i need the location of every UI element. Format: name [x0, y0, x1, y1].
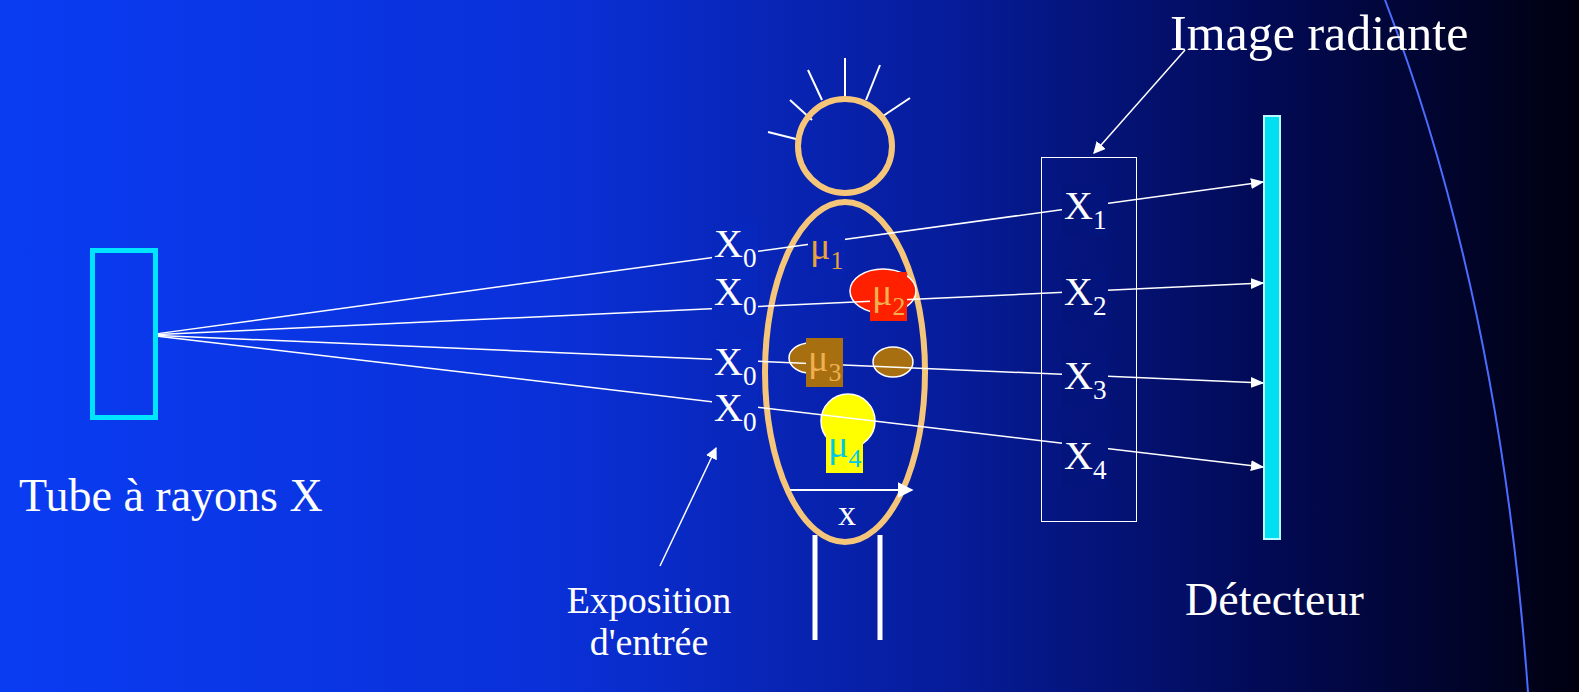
leader-line: [660, 448, 716, 566]
subscript: 0: [743, 243, 757, 273]
entry-intensity: X0: [712, 340, 758, 392]
leg: [878, 535, 883, 640]
subscript: 0: [743, 407, 757, 437]
symbol: X: [714, 269, 743, 314]
symbol: X: [1064, 269, 1093, 314]
organ: [873, 347, 913, 377]
subscript: 2: [1093, 291, 1107, 321]
attenuation-coefficient: μ3: [806, 338, 843, 387]
subscript: 4: [848, 444, 861, 473]
subscript: 1: [1093, 205, 1107, 235]
intensity-label: X1: [1062, 184, 1108, 236]
subscript: 0: [743, 291, 757, 321]
detector-bar: Détecteur: [1263, 115, 1281, 540]
leader-line: [1094, 50, 1185, 153]
leg: [813, 535, 818, 640]
radiant-image-box: X1X2X3X4: [1041, 157, 1137, 522]
intensity-label: X3: [1062, 354, 1108, 406]
symbol: X: [714, 339, 743, 384]
symbol: X: [1064, 183, 1093, 228]
subscript: 2: [892, 292, 905, 321]
thickness-arrow: [790, 489, 912, 491]
entry-intensity: X0: [712, 222, 758, 274]
symbol: X: [714, 221, 743, 266]
attenuation-coefficient: μ4: [826, 424, 863, 473]
symbol: μ: [872, 271, 892, 313]
symbol: μ: [828, 423, 848, 465]
entry-intensity: X0: [712, 386, 758, 438]
symbol: μ: [810, 225, 830, 267]
attenuation-coefficient: μ2: [870, 272, 907, 321]
head: [798, 99, 892, 193]
thickness-label: x: [836, 494, 858, 534]
xray-tube: Tube à rayons X: [90, 248, 158, 420]
intensity-label: X2: [1062, 270, 1108, 322]
symbol: X: [714, 385, 743, 430]
callout: Image radiante: [1168, 6, 1470, 61]
symbol: X: [1064, 353, 1093, 398]
body-outline: [765, 202, 925, 542]
subscript: 4: [1093, 455, 1107, 485]
attenuation-coefficient: μ1: [808, 226, 845, 275]
subscript: 3: [1093, 375, 1107, 405]
decor-arc: [1385, 0, 1528, 692]
intensity-label: X4: [1062, 434, 1108, 486]
entry-intensity: X0: [712, 270, 758, 322]
subscript: 1: [830, 246, 843, 275]
part-name: Détecteur: [1183, 575, 1366, 626]
symbol: X: [1064, 433, 1093, 478]
part-name: Tube à rayons X: [17, 471, 325, 522]
subscript: 3: [828, 358, 841, 387]
xray-beam: [158, 182, 1263, 334]
callout: Exposition d'entrée: [522, 580, 776, 664]
symbol: μ: [808, 337, 828, 379]
